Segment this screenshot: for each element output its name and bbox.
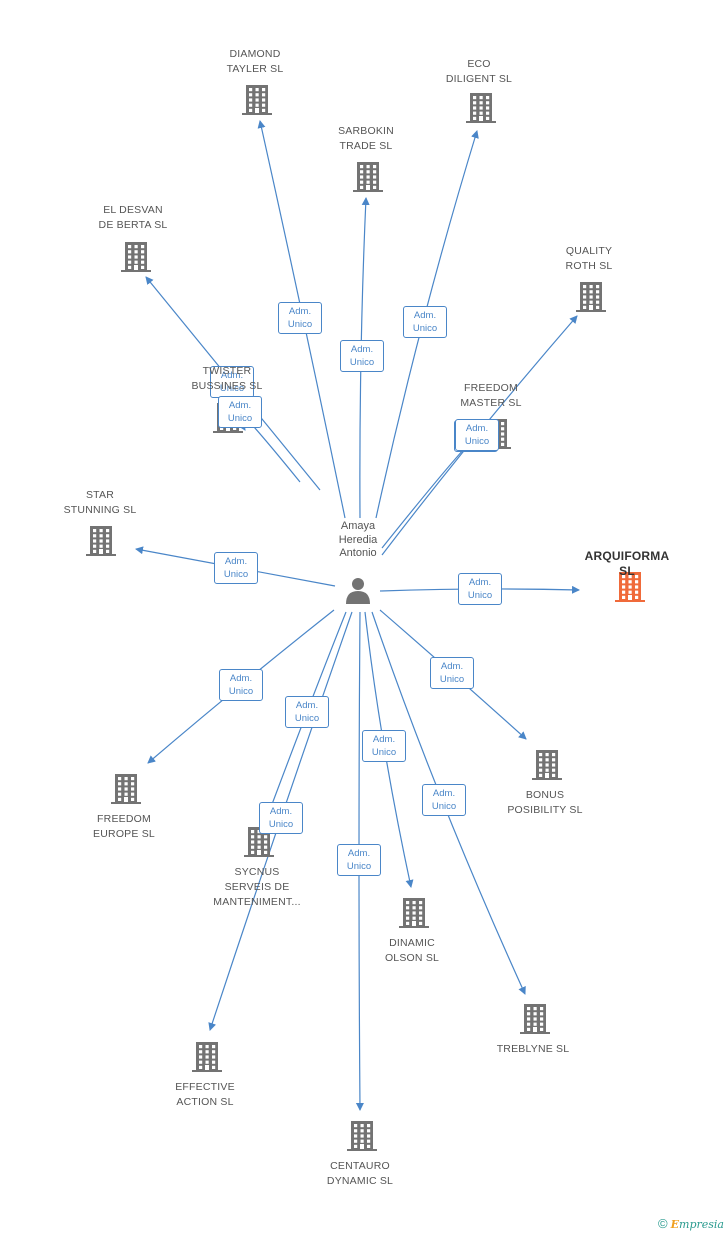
company-label-centauro-dynamic[interactable]: CENTAURO DYNAMIC SL — [326, 1160, 394, 1187]
edge-label-el-desvan-de-berta[interactable]: Adm. Unico — [210, 366, 254, 398]
company-label-eco-diligent[interactable]: ECO DILIGENT SL — [445, 58, 513, 85]
edge-label-arquiforma[interactable]: Adm. Unico — [458, 573, 502, 605]
building-icon-centauro-dynamic[interactable] — [347, 1121, 377, 1151]
brand-name: mpresia — [679, 1218, 724, 1231]
edge-label-eco-diligent[interactable]: Adm. Unico — [403, 306, 447, 338]
company-label-treblyne[interactable]: TREBLYNE SL — [496, 1043, 570, 1055]
footer-brand[interactable]: ©Empresia — [658, 1216, 724, 1231]
edge-label-centauro-dynamic[interactable]: Adm. Unico — [337, 844, 381, 876]
company-label-star-stunning[interactable]: STAR STUNNING SL — [63, 489, 137, 516]
edge-label-dinamic-olson[interactable]: Adm. Unico — [362, 730, 406, 762]
building-icon-el-desvan-de-berta[interactable] — [121, 242, 151, 272]
edge-label-treblyne[interactable]: Adm. Unico — [422, 784, 466, 816]
building-icon-diamond-tayler[interactable] — [242, 85, 272, 115]
building-icon-sycnus-serveis[interactable] — [244, 827, 274, 857]
company-label-sarbokin-trade[interactable]: SARBOKIN TRADE SL — [338, 125, 394, 152]
edge-label-sarbokin-trade[interactable]: Adm. Unico — [340, 340, 384, 372]
company-label-el-desvan-de-berta[interactable]: EL DESVAN DE BERTA SL — [98, 204, 168, 231]
copyright-icon: © — [658, 1216, 668, 1231]
person-name: Amaya Heredia Antonio — [338, 520, 378, 559]
edge-label-freedom-europe[interactable]: Adm. Unico — [219, 669, 263, 701]
building-icon-quality-roth[interactable] — [576, 282, 606, 312]
company-label-arquiforma[interactable]: ARQUIFORMA SL — [584, 549, 670, 578]
company-label-bonus-posibility[interactable]: BONUS POSIBILITY SL — [507, 789, 583, 816]
company-label-quality-roth[interactable]: QUALITY ROTH SL — [565, 245, 613, 272]
brand-logo-letter: E — [670, 1218, 680, 1231]
edge-label-sycnus-serveis[interactable]: Adm. Unico — [285, 696, 329, 728]
edge-label-twister-bussines[interactable]: Adm. Unico — [218, 396, 262, 428]
edge-label-effective-action[interactable]: Adm. Unico — [259, 802, 303, 834]
nodes-layer — [86, 85, 645, 1151]
edge-label-freedom-master[interactable]: Adm. Unico — [455, 419, 499, 451]
building-icon-treblyne[interactable] — [520, 1004, 550, 1034]
company-label-freedom-europe[interactable]: FREEDOM EUROPE SL — [93, 813, 155, 840]
edge-label-star-stunning[interactable]: Adm. Unico — [214, 552, 258, 584]
building-icon-star-stunning[interactable] — [86, 526, 116, 556]
building-icon-arquiforma[interactable] — [615, 572, 645, 602]
company-label-freedom-master[interactable]: FREEDOM MASTER SL — [460, 382, 522, 409]
company-label-diamond-tayler[interactable]: DIAMOND TAYLER SL — [226, 48, 284, 75]
company-label-twister-bussines[interactable]: TWISTER BUSSINES SL — [191, 365, 263, 392]
edge-label-diamond-tayler[interactable]: Adm. Unico — [278, 302, 322, 334]
company-label-sycnus-serveis[interactable]: SYCNUS SERVEIS DE MANTENIMENT... — [213, 866, 301, 908]
building-icon-freedom-europe[interactable] — [111, 774, 141, 804]
building-icon-sarbokin-trade[interactable] — [353, 162, 383, 192]
building-icon-dinamic-olson[interactable] — [399, 898, 429, 928]
building-icon-eco-diligent[interactable] — [466, 93, 496, 123]
company-label-effective-action[interactable]: EFFECTIVE ACTION SL — [175, 1081, 235, 1108]
company-label-dinamic-olson[interactable]: DINAMIC OLSON SL — [384, 937, 440, 964]
person-icon[interactable] — [346, 578, 370, 604]
edge-label-bonus-posibility[interactable]: Adm. Unico — [430, 657, 474, 689]
building-icon-effective-action[interactable] — [192, 1042, 222, 1072]
building-icon-bonus-posibility[interactable] — [532, 750, 562, 780]
